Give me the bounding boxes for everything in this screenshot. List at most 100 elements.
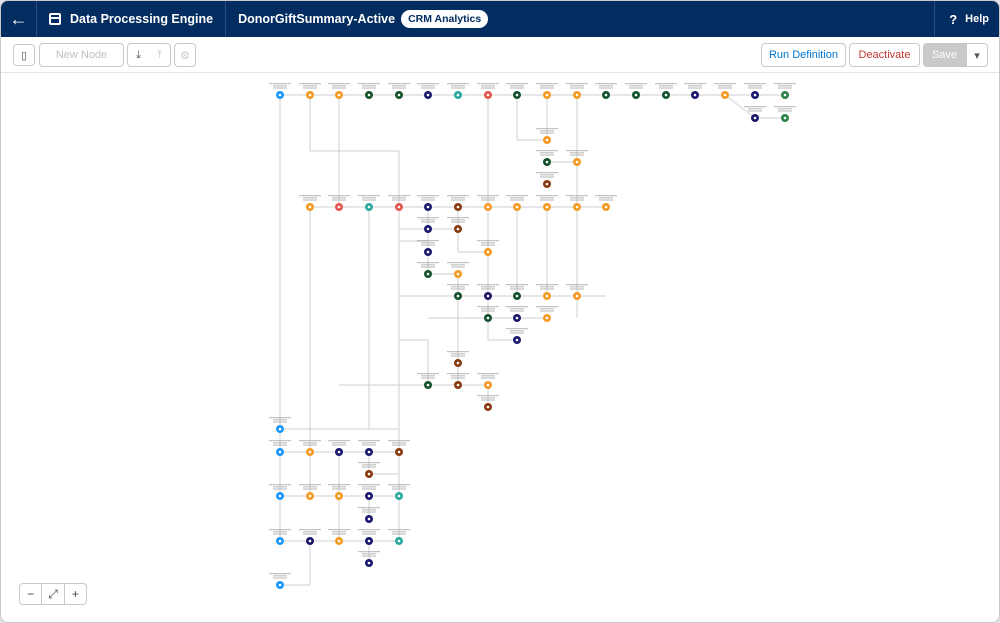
graph-node[interactable] (506, 195, 528, 211)
back-arrow-icon[interactable]: ← (1, 1, 37, 37)
download-icon[interactable]: ⤓ (136, 48, 141, 61)
graph-node[interactable] (536, 195, 558, 211)
graph-node[interactable] (417, 83, 439, 99)
graph-node[interactable] (447, 351, 469, 367)
graph-node[interactable] (328, 484, 350, 500)
help-button[interactable]: ? Help (934, 1, 999, 37)
deactivate-button[interactable]: Deactivate (849, 43, 920, 67)
graph-node[interactable] (299, 440, 321, 456)
graph-node[interactable] (536, 306, 558, 322)
graph-node[interactable] (358, 462, 380, 478)
node-icon-glyph (367, 494, 371, 498)
graph-node[interactable] (477, 240, 499, 256)
graph-node[interactable] (388, 195, 410, 211)
graph-node[interactable] (358, 195, 380, 211)
graph-node[interactable] (477, 195, 499, 211)
graph-node[interactable] (536, 150, 558, 166)
graph-node[interactable] (744, 83, 766, 99)
save-button[interactable]: Save (923, 43, 966, 67)
node-label-line (506, 284, 528, 286)
graph-node[interactable] (417, 195, 439, 211)
graph-node[interactable] (388, 484, 410, 500)
graph-node[interactable] (506, 306, 528, 322)
graph-node[interactable] (536, 284, 558, 300)
graph-node[interactable] (328, 83, 350, 99)
graph-node[interactable] (388, 83, 410, 99)
node-label-line (774, 106, 796, 108)
graph-node[interactable] (299, 83, 321, 99)
node-label-line (684, 83, 706, 85)
graph-node[interactable] (388, 529, 410, 545)
graph-node[interactable] (566, 195, 588, 211)
graph-node[interactable] (417, 240, 439, 256)
graph-node[interactable] (566, 150, 588, 166)
new-node-button[interactable]: New Node (39, 43, 124, 67)
node-label-line (451, 286, 465, 288)
graph-node[interactable] (477, 306, 499, 322)
node-label-line (362, 464, 376, 466)
graph-node[interactable] (299, 529, 321, 545)
graph-node[interactable] (447, 373, 469, 389)
graph-node[interactable] (358, 83, 380, 99)
graph-node[interactable] (774, 106, 796, 122)
graph-node[interactable] (447, 217, 469, 233)
graph-node[interactable] (269, 484, 291, 500)
graph-node[interactable] (417, 262, 439, 278)
graph-node[interactable] (269, 83, 291, 99)
node-label-line (273, 575, 287, 577)
graph-node[interactable] (269, 417, 291, 433)
graph-node[interactable] (358, 551, 380, 567)
graph-node[interactable] (536, 172, 558, 188)
graph-node[interactable] (417, 373, 439, 389)
graph-node[interactable] (299, 195, 321, 211)
graph-node[interactable] (506, 284, 528, 300)
graph-node[interactable] (477, 373, 499, 389)
graph-node[interactable] (684, 83, 706, 99)
graph-node[interactable] (714, 83, 736, 99)
graph-node[interactable] (328, 195, 350, 211)
graph-node[interactable] (506, 328, 528, 344)
graph-node[interactable] (328, 529, 350, 545)
graph-node[interactable] (536, 128, 558, 144)
graph-node[interactable] (269, 573, 291, 589)
node-label-line (451, 264, 465, 266)
graph-node[interactable] (328, 440, 350, 456)
recipe-canvas[interactable] (1, 74, 1000, 623)
graph-node[interactable] (477, 83, 499, 99)
graph-node[interactable] (477, 284, 499, 300)
graph-node[interactable] (358, 440, 380, 456)
graph-node[interactable] (269, 529, 291, 545)
graph-node[interactable] (566, 83, 588, 99)
graph-node[interactable] (625, 83, 647, 99)
graph-node[interactable] (358, 484, 380, 500)
upload-icon[interactable]: ⤒ (157, 48, 162, 61)
fit-to-screen-button[interactable]: ⤢ (42, 584, 65, 604)
graph-node[interactable] (447, 262, 469, 278)
graph-node[interactable] (388, 440, 410, 456)
graph-node[interactable] (477, 395, 499, 411)
graph-node[interactable] (447, 284, 469, 300)
graph-node[interactable] (358, 507, 380, 523)
save-options-button[interactable]: ▾ (966, 43, 988, 67)
graph-node[interactable] (506, 83, 528, 99)
zoom-out-button[interactable]: − (20, 584, 43, 604)
recipe-graph[interactable] (1, 74, 1000, 623)
graph-node[interactable] (595, 83, 617, 99)
graph-node[interactable] (447, 195, 469, 211)
graph-node[interactable] (774, 83, 796, 99)
graph-node[interactable] (447, 83, 469, 99)
graph-node[interactable] (655, 83, 677, 99)
graph-node[interactable] (595, 195, 617, 211)
graph-node[interactable] (358, 529, 380, 545)
zoom-in-button[interactable]: + (71, 587, 79, 601)
graph-node[interactable] (299, 484, 321, 500)
graph-node[interactable] (536, 83, 558, 99)
run-definition-button[interactable]: Run Definition (761, 43, 846, 67)
settings-button[interactable]: ⚙ (174, 43, 196, 67)
graph-node[interactable] (269, 440, 291, 456)
toggle-panel-button[interactable]: ▯ (13, 44, 35, 66)
graph-node[interactable] (417, 217, 439, 233)
node-label-line (273, 488, 287, 490)
graph-node[interactable] (566, 284, 588, 300)
graph-node[interactable] (744, 106, 766, 122)
